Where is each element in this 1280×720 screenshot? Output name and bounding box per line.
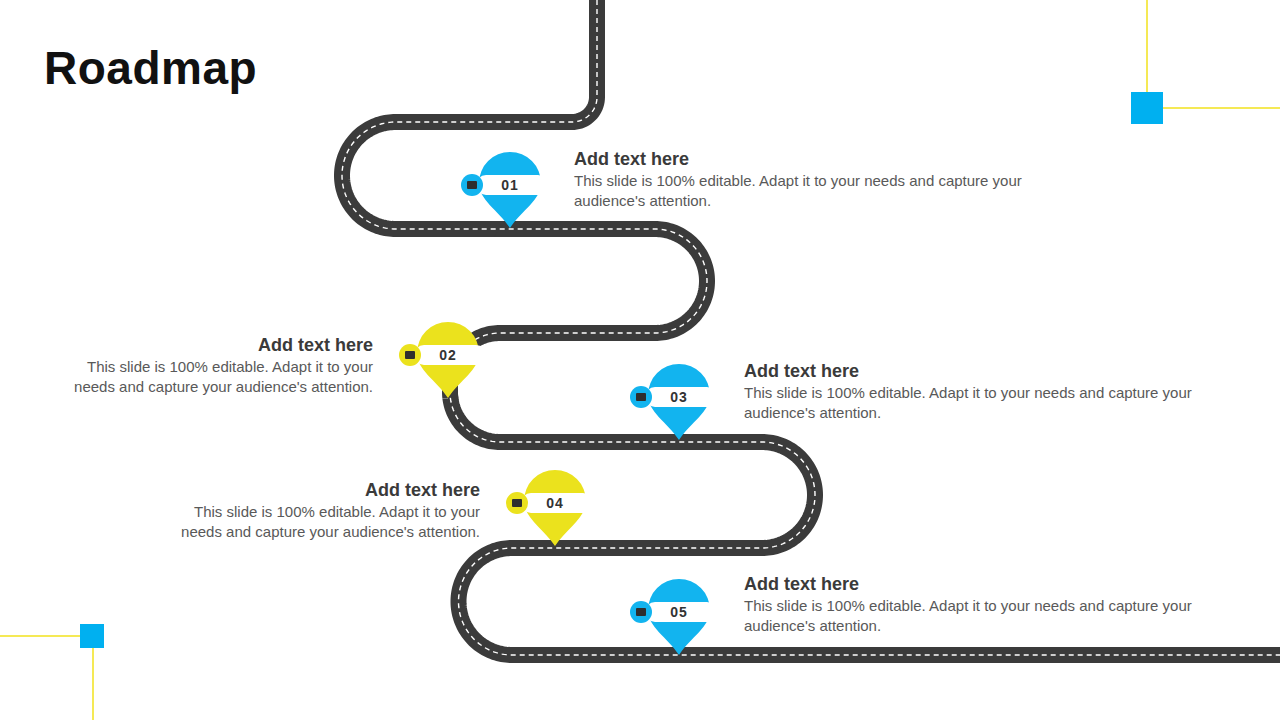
step-number: 05 — [648, 602, 710, 622]
step-heading: Add text here — [744, 573, 1234, 595]
road-connector — [555, 440, 815, 548]
step-number: 01 — [479, 175, 541, 195]
icon-glyph — [467, 181, 477, 189]
icon-badge — [399, 344, 421, 366]
step-heading: Add text here — [160, 479, 480, 501]
road-segment — [342, 0, 597, 229]
number-band — [645, 602, 717, 622]
icon-badge — [461, 174, 483, 196]
number-band — [521, 493, 593, 513]
accent-line — [0, 635, 93, 637]
step-description: This slide is 100% editable. Adapt it to… — [744, 383, 1234, 423]
milestone-pin: 03Add text hereThis slide is 100% editab… — [648, 364, 710, 440]
accent-square — [1131, 92, 1163, 124]
road — [342, 0, 1280, 655]
milestone-pin: 04Add text hereThis slide is 100% editab… — [524, 470, 586, 546]
icon-glyph — [405, 351, 415, 359]
step-description: This slide is 100% editable. Adapt it to… — [744, 596, 1234, 636]
milestone-pin: 01Add text hereThis slide is 100% editab… — [479, 152, 541, 228]
icon-badge — [506, 492, 528, 514]
accent-line — [1147, 107, 1280, 109]
milestone-pin: 02Add text hereThis slide is 100% editab… — [417, 322, 479, 398]
icon-glyph — [512, 499, 522, 507]
step-number: 02 — [417, 345, 479, 365]
accent-line — [92, 636, 94, 720]
step-description: This slide is 100% editable. Adapt it to… — [160, 502, 480, 542]
icon-badge — [630, 601, 652, 623]
step-heading: Add text here — [574, 148, 1064, 170]
step-number: 04 — [524, 493, 586, 513]
road-connector — [459, 546, 679, 655]
step-heading: Add text here — [53, 334, 373, 356]
number-band — [645, 387, 717, 407]
milestone-pin: 05Add text hereThis slide is 100% editab… — [648, 579, 710, 655]
icon-glyph — [636, 608, 646, 616]
slide-title: Roadmap — [44, 40, 257, 96]
lane-marking — [342, 0, 1280, 655]
number-band — [476, 175, 548, 195]
road-center-line — [342, 0, 1280, 655]
number-band — [414, 345, 486, 365]
icon-glyph — [636, 393, 646, 401]
step-description: This slide is 100% editable. Adapt it to… — [53, 357, 373, 397]
accent-square — [80, 624, 104, 648]
step-number: 03 — [648, 387, 710, 407]
accent-line — [1146, 0, 1148, 108]
step-description: This slide is 100% editable. Adapt it to… — [574, 171, 1064, 211]
icon-badge — [630, 386, 652, 408]
step-heading: Add text here — [744, 360, 1234, 382]
